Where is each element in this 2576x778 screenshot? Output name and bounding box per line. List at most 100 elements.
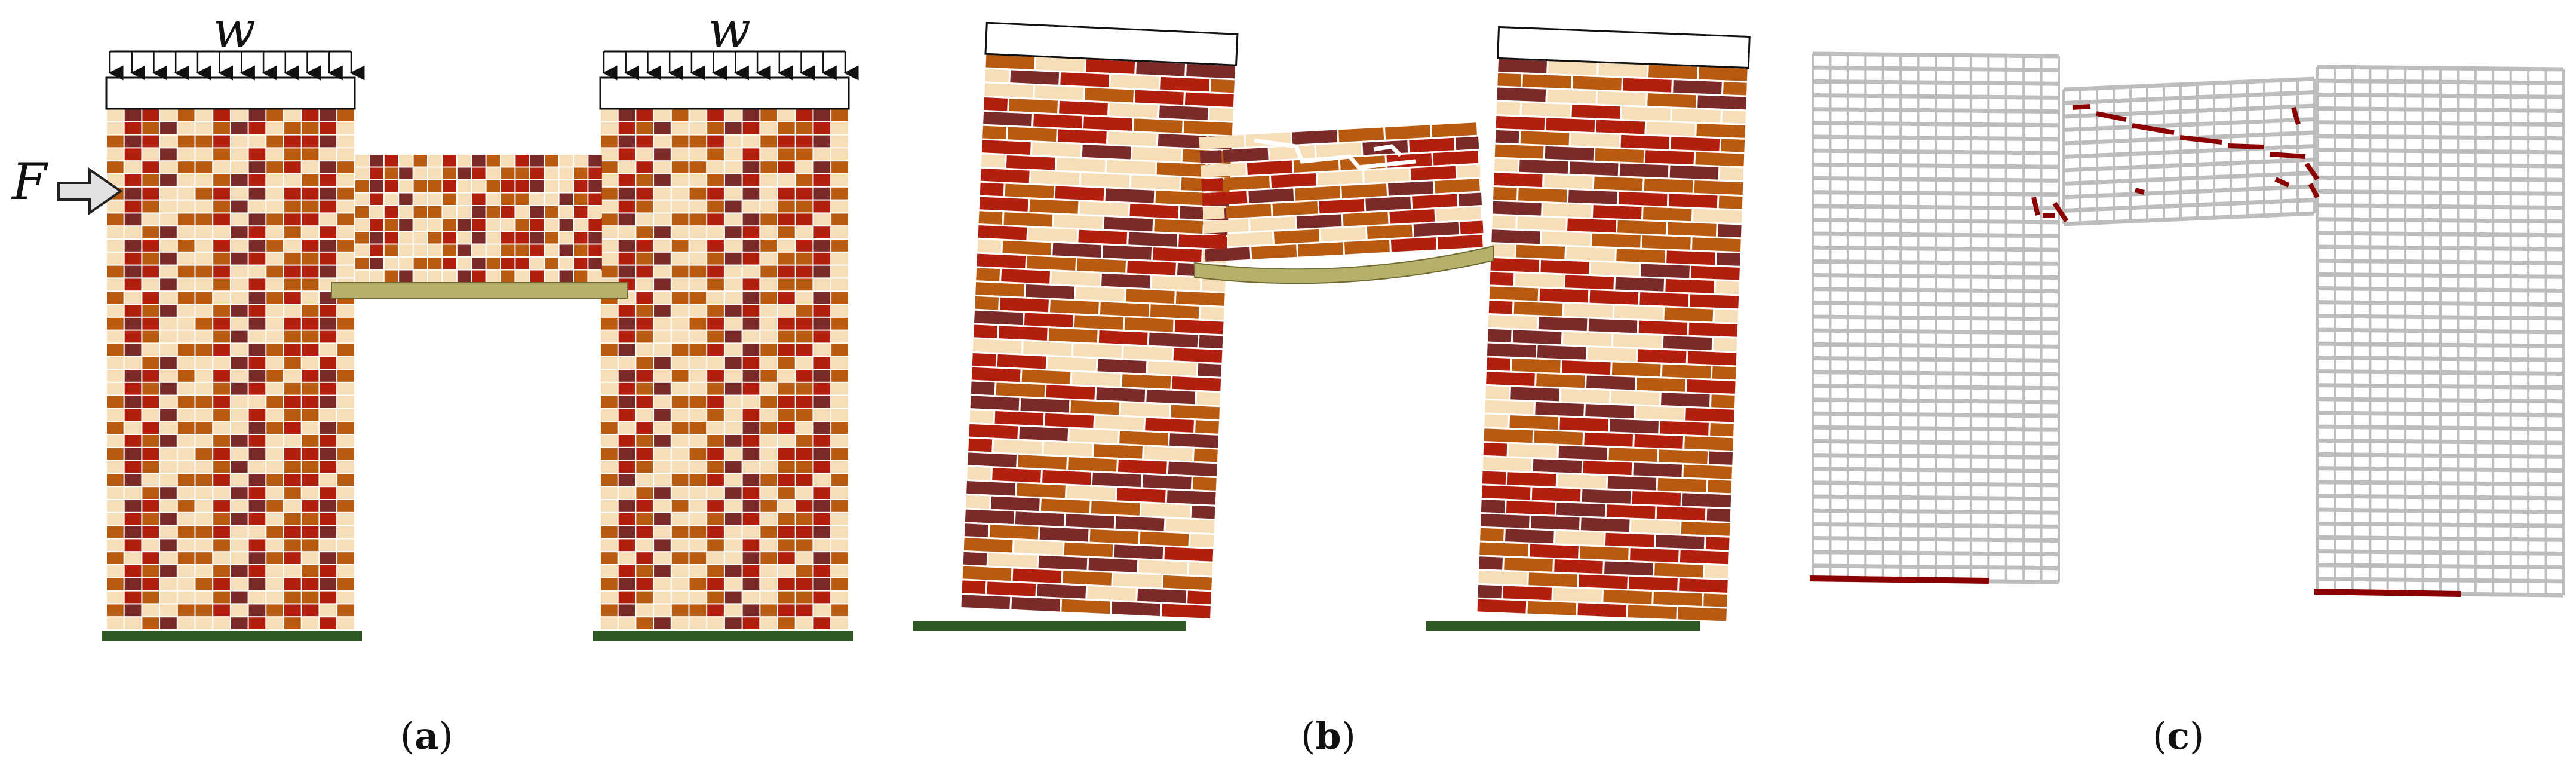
brick: [1565, 275, 1614, 290]
brick: [1073, 343, 1122, 359]
brick: [707, 109, 724, 121]
brick: [796, 135, 813, 148]
brick: [813, 448, 831, 460]
brick: [248, 135, 266, 148]
brick: [963, 538, 1013, 553]
brick: [1272, 201, 1318, 216]
brick: [618, 487, 635, 499]
brick: [636, 122, 653, 134]
brick: [796, 435, 813, 447]
brick: [1534, 430, 1583, 445]
brick: [973, 324, 997, 339]
brick: [813, 435, 831, 447]
brick: [384, 180, 398, 192]
brick: [107, 409, 124, 421]
caption-c: (c): [2153, 714, 2204, 758]
brick: [1248, 188, 1294, 203]
brick: [337, 617, 354, 629]
brick: [654, 148, 671, 161]
brick: [831, 435, 848, 447]
brick: [320, 213, 337, 226]
brick: [213, 240, 230, 252]
brick: [177, 422, 195, 434]
brick: [1586, 375, 1635, 390]
brick: [337, 317, 354, 330]
brick: [302, 344, 319, 356]
brick: [337, 305, 354, 317]
brick: [1009, 98, 1058, 114]
brick: [1098, 330, 1148, 345]
brick: [515, 258, 529, 269]
brick: [284, 240, 301, 252]
panel-a-masonry-bricks: [107, 109, 848, 629]
brick: [248, 526, 266, 538]
brick: [636, 344, 653, 356]
brick: [796, 213, 813, 226]
brick: [457, 258, 471, 269]
brick: [1579, 574, 1628, 589]
brick: [689, 500, 707, 512]
brick: [987, 581, 1036, 596]
brick: [1026, 284, 1074, 299]
brick: [1655, 535, 1705, 549]
brick: [707, 122, 724, 134]
brick: [545, 258, 558, 269]
brick: [707, 305, 724, 317]
brick: [1183, 121, 1233, 136]
brick: [195, 148, 213, 161]
brick: [618, 344, 635, 356]
brick: [1155, 191, 1205, 206]
brick: [601, 148, 618, 161]
brick: [724, 539, 742, 552]
brick: [1140, 531, 1189, 547]
brick: [530, 270, 544, 282]
brick: [796, 422, 813, 434]
brick: [1112, 601, 1161, 617]
brick: [778, 448, 795, 460]
brick: [501, 206, 515, 218]
brick: [177, 278, 195, 291]
brick: [1615, 277, 1665, 292]
brick: [1166, 490, 1216, 505]
brick: [1617, 220, 1666, 235]
brick: [320, 409, 337, 421]
brick: [266, 370, 283, 382]
brick: [724, 461, 742, 473]
brick: [1546, 118, 1595, 133]
brick: [813, 174, 831, 186]
brick: [724, 278, 742, 291]
brick: [1678, 607, 1727, 621]
brick: [1120, 402, 1170, 418]
brick: [671, 591, 689, 604]
brick: [195, 500, 213, 512]
brick: [515, 232, 529, 244]
brick: [1175, 291, 1225, 306]
brick: [266, 396, 283, 408]
brick: [778, 252, 795, 265]
brick: [742, 370, 760, 382]
brick: [618, 305, 635, 317]
brick: [1641, 264, 1690, 278]
brick: [1203, 219, 1249, 234]
brick: [231, 409, 248, 421]
brick: [707, 174, 724, 186]
brick: [1585, 404, 1634, 419]
brick: [1151, 275, 1201, 291]
panel-b-left-loading-plate: [984, 22, 1239, 66]
brick: [160, 344, 177, 356]
brick: [302, 565, 319, 577]
brick: [248, 448, 266, 460]
brick: [177, 226, 195, 238]
brick: [1568, 189, 1617, 204]
brick: [724, 552, 742, 564]
brick: [266, 409, 283, 421]
brick: [831, 461, 848, 473]
brick: [1492, 215, 1516, 229]
brick: [671, 317, 689, 330]
brick: [760, 474, 777, 486]
brick: [742, 305, 760, 317]
brick: [618, 435, 635, 447]
brick: [320, 552, 337, 564]
brick: [1618, 192, 1668, 206]
brick: [707, 344, 724, 356]
